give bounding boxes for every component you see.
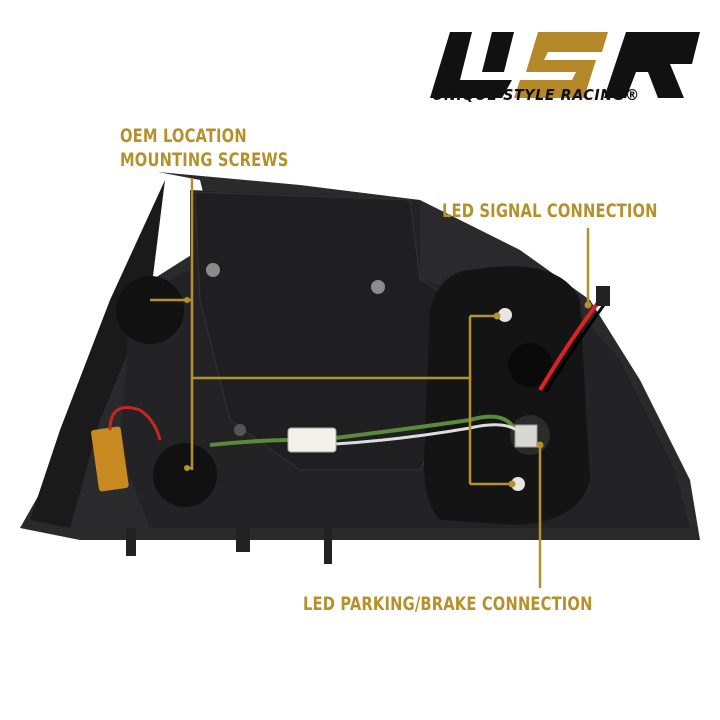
housing-lens-edge [30,180,165,528]
signal-wires-black [544,301,608,393]
bolt [206,263,220,277]
brake-connector [514,424,538,448]
brand-tagline: UNIQUE STYLE RACING® [432,86,640,104]
mount-stud [511,477,525,491]
harness-wires-white [334,423,521,446]
harness-wires [209,414,517,447]
rubber-gasket-plate [424,266,590,525]
mount-stud [498,308,512,322]
signal-socket-hole [508,343,552,387]
screw-cap-top [116,276,184,344]
wire-connector [287,427,337,453]
bolt [371,280,385,294]
callout-lines [150,178,590,588]
load-resistor [91,426,129,492]
callout-dots [184,297,592,488]
screw-cap-bottom [153,443,217,507]
mount-clip [324,528,332,564]
callout-mounting-screws: OEM LOCATION MOUNTING SCREWS [120,124,288,172]
callout-mounting-screws-line1: OEM LOCATION [120,125,247,147]
callout-mounting-screws-line2: MOUNTING SCREWS [120,149,289,171]
usr-logo [430,32,700,98]
signal-connector [596,286,610,306]
signal-wires [538,298,602,392]
resistor-wire [108,406,162,441]
mount-clip [236,528,250,552]
callout-led-parking-brake: LED PARKING/BRAKE CONNECTION [303,593,593,615]
mount-clip [126,528,136,556]
bolt [234,424,246,436]
callout-led-signal: LED SIGNAL CONNECTION [442,200,658,222]
